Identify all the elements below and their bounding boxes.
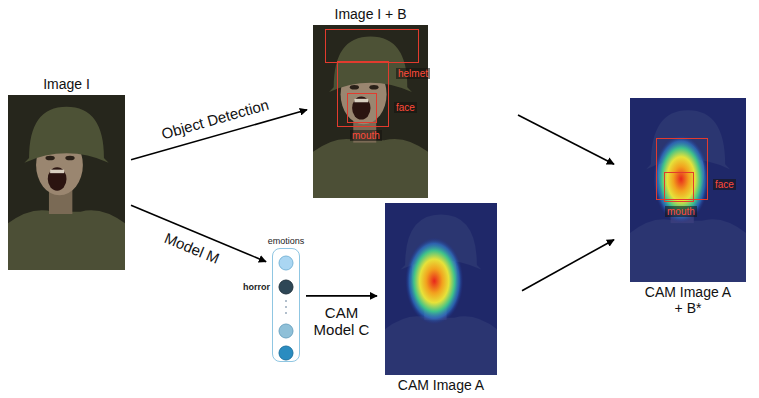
cam-image: CAM Image A bbox=[385, 203, 497, 375]
image-caption: CAM Image A bbox=[398, 377, 484, 393]
bounding-box: mouth bbox=[664, 172, 694, 202]
panel-title: emotions bbox=[268, 236, 305, 246]
bounding-box: mouth bbox=[347, 93, 377, 123]
box-label: face bbox=[394, 102, 417, 113]
emotion-unit bbox=[279, 280, 293, 294]
emotion-unit bbox=[279, 256, 293, 270]
connector-label: CAM Model C bbox=[307, 304, 377, 338]
emotion-unit bbox=[279, 346, 293, 360]
image-caption: Image I + B bbox=[335, 6, 407, 22]
emotion-units bbox=[279, 256, 293, 360]
image-caption: Image I bbox=[43, 76, 90, 92]
bounding-box: face bbox=[337, 61, 389, 127]
connector-label: Model M bbox=[161, 229, 224, 268]
ellipsis-dot bbox=[285, 306, 287, 308]
arrow-connector bbox=[306, 295, 377, 297]
class-label: horror bbox=[243, 282, 270, 292]
cam-heatmap-boxes bbox=[630, 98, 746, 282]
arrow-connector bbox=[518, 115, 614, 164]
image-caption: CAM Image A + B* bbox=[641, 284, 735, 316]
combined-image: CAM Image A + B*facemouth bbox=[630, 98, 746, 282]
ellipsis-dot bbox=[285, 312, 287, 314]
ellipsis-dot bbox=[285, 300, 287, 302]
box-label: face bbox=[713, 179, 736, 190]
emotion-unit bbox=[279, 324, 293, 338]
box-label: mouth bbox=[665, 206, 697, 217]
arrow-connector bbox=[522, 240, 614, 291]
input-image: Image I bbox=[8, 95, 125, 270]
bounding-box: helmet bbox=[325, 29, 419, 63]
emotion-output-panel: emotionshorror bbox=[272, 248, 300, 362]
cam-heatmap bbox=[385, 203, 497, 375]
box-label: mouth bbox=[350, 130, 382, 141]
detection-image: Image I + Bhelmetfacemouth bbox=[313, 25, 428, 198]
input-photo bbox=[8, 95, 125, 270]
box-label: helmet bbox=[396, 68, 430, 79]
detection-photo bbox=[313, 25, 428, 198]
